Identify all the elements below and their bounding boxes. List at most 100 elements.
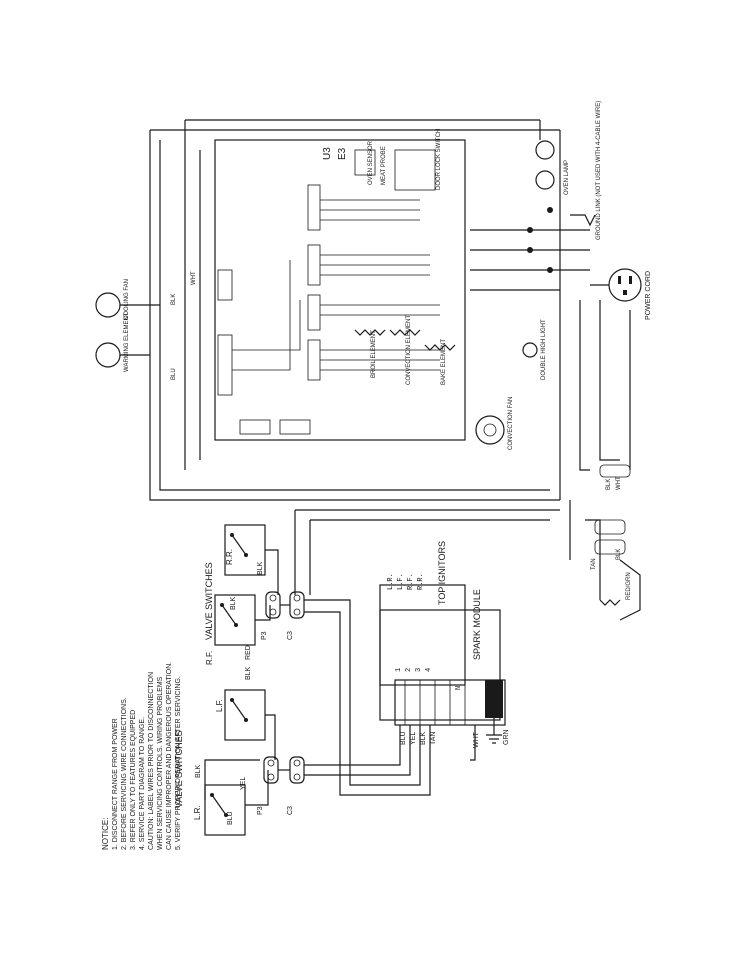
bus-left-2	[159, 140, 550, 491]
notice-line-8: 5. VERIFY PROPER OPERATION AFTER SERVICI…	[175, 676, 182, 850]
notice-line-6: WHEN SERVICING CONTROLS. WIRING PROBLEMS	[157, 676, 164, 850]
wire-label-blk-lr: BLK	[195, 764, 202, 778]
module-pin-2: 2	[405, 668, 413, 672]
notice-line-2: 2. BEFORE SERVICING WIRE CONNECTIONS.	[121, 697, 128, 850]
notice-line-4: 4. SERVICE PART DIAGRAM TO RANGE.	[139, 717, 146, 850]
c3-upper-pin-1	[293, 594, 301, 602]
wire-label-blk-fan: BLK	[171, 294, 177, 305]
wire-label-blu-fan: BLU	[171, 368, 177, 380]
power-cord-plug	[608, 268, 642, 302]
ignitor-rf: R.F.	[407, 573, 415, 590]
wire-label-red-rf: RED	[245, 645, 252, 660]
bake-element-coil	[424, 344, 456, 351]
board-connector-8	[279, 419, 311, 435]
module-pin-n: N	[455, 686, 463, 690]
wire-label-tan-drawer: TAN	[591, 558, 597, 570]
notice-title: NOTICE:	[101, 818, 110, 850]
bus-wire-blk	[304, 599, 421, 786]
drawer-element-coil	[599, 599, 621, 606]
valve-switches-left-label: VALVE SWITCHES	[174, 730, 184, 808]
p3-connector-upper	[265, 591, 281, 619]
right-riser-1	[579, 300, 590, 471]
rr-switch-contact	[231, 534, 247, 556]
oven-lamp-label: OVEN LAMP	[564, 160, 570, 195]
u3-label: U3	[322, 147, 333, 160]
module-pin-1: 1	[395, 668, 403, 672]
p3-upper-pin-1	[269, 594, 277, 602]
wire-label-yel-sm: YEL	[410, 732, 417, 745]
rf-switch-node-b	[234, 623, 238, 627]
rr-label: R.R.	[225, 549, 234, 565]
fan-feed-wires	[120, 304, 160, 356]
drawer-return-wire	[619, 559, 641, 621]
broil-element-coil	[354, 329, 386, 336]
right-riser-2	[599, 300, 620, 461]
notice-line-1: 1. DISCONNECT RANGE FROM POWER	[112, 718, 119, 850]
board-traces-3	[320, 304, 440, 316]
e3-label: E3	[337, 147, 348, 160]
wire-rf-to-p3	[255, 605, 271, 621]
rf-label: R.F.	[205, 651, 214, 665]
door-lock-label: DOOR LOCK SWITCH	[436, 129, 442, 190]
double-high-light	[522, 342, 538, 358]
bus-wire-wht	[470, 725, 476, 761]
convection-element-coil	[389, 329, 421, 336]
lf-switch-node-a	[230, 698, 234, 702]
wire-label-wht-right: WHT	[616, 476, 622, 490]
warming-element-motor	[95, 342, 121, 368]
top-ignitors-label: TOP IGNITORS	[437, 541, 447, 605]
convection-fan-motor	[475, 415, 505, 445]
c3-upper-pin-2	[293, 608, 301, 616]
right-connector	[599, 464, 631, 478]
lf-switch-box	[224, 689, 266, 741]
wire-label-wht-fan: WHT	[191, 271, 197, 285]
board-traces-2	[320, 254, 430, 276]
rf-switch-node-a	[220, 603, 224, 607]
main-control-section: U3 E3 BROIL ELEMENT CONVECTION ELEMENT B…	[95, 101, 652, 595]
wire-label-wht-sm: WHT	[473, 731, 480, 748]
lr-switch-contact	[211, 794, 227, 816]
board-connector-4	[307, 339, 321, 381]
wire-label-blk-rr: BLK	[257, 561, 264, 575]
right-bus-lines	[470, 229, 590, 291]
spark-ground-symbol	[486, 718, 502, 744]
module-pin-4: 4	[425, 668, 433, 672]
convection-element-label: CONVECTION ELEMENT	[406, 315, 412, 385]
ignitor-lf: L.F.	[397, 573, 405, 590]
p3-label-upper: P3	[261, 631, 268, 640]
spark-module-label: SPARK MODULE	[472, 589, 482, 660]
board-traces-4	[320, 349, 440, 371]
lr-switch-node-b	[224, 813, 228, 817]
c3-pin-2	[293, 773, 301, 781]
module-pin-3: 3	[415, 668, 423, 672]
p3-connector-lower	[263, 756, 279, 784]
notice-line-5: CAUTION: LABEL WIRES PRIOR TO DISCONNECT…	[148, 672, 155, 850]
wire-lr-to-p3	[245, 770, 269, 806]
bake-element-label: BAKE ELEMENT	[441, 339, 447, 385]
wire-lf-to-p3	[265, 714, 276, 760]
convection-fan-label: CONVECTION FAN	[508, 397, 514, 450]
wire-label-blk-lf: BLK	[245, 666, 252, 680]
rr-switch-node-a	[230, 533, 234, 537]
p3-pin-2	[267, 773, 275, 781]
broil-element-label: BROIL ELEMENT	[371, 330, 377, 378]
wire-label-grn-sm: GRN	[503, 729, 510, 745]
warming-element-label: WARMING ELEMENT	[124, 312, 130, 372]
c3-label-upper: C3	[287, 631, 294, 640]
spark-module-section: TOP IGNITORS L.R. L.F. R.F. R.R. SPARK M…	[304, 541, 510, 796]
plug-prong-2	[629, 276, 632, 284]
drawer-connector-1	[594, 519, 626, 535]
board-connector-2	[307, 244, 321, 286]
door-lock-switch	[394, 149, 436, 191]
ground-link-label: GROUND LINK (NOT USED WITH 4-CABLE WIRE)	[596, 101, 602, 240]
junction-2	[527, 247, 533, 253]
p3-pin-1	[267, 759, 275, 767]
lf-label: L.F.	[215, 699, 224, 712]
control-board	[214, 139, 466, 441]
valve-switches-right: VALVE SWITCHES R.F. R.R. RED BLK BLK P3 …	[204, 524, 305, 665]
wire-label-blk-sm: BLK	[420, 731, 427, 745]
meat-probe-label: MEAT PROBE	[381, 146, 387, 185]
board-connector-1	[307, 184, 321, 231]
board-traces-5	[232, 260, 301, 371]
